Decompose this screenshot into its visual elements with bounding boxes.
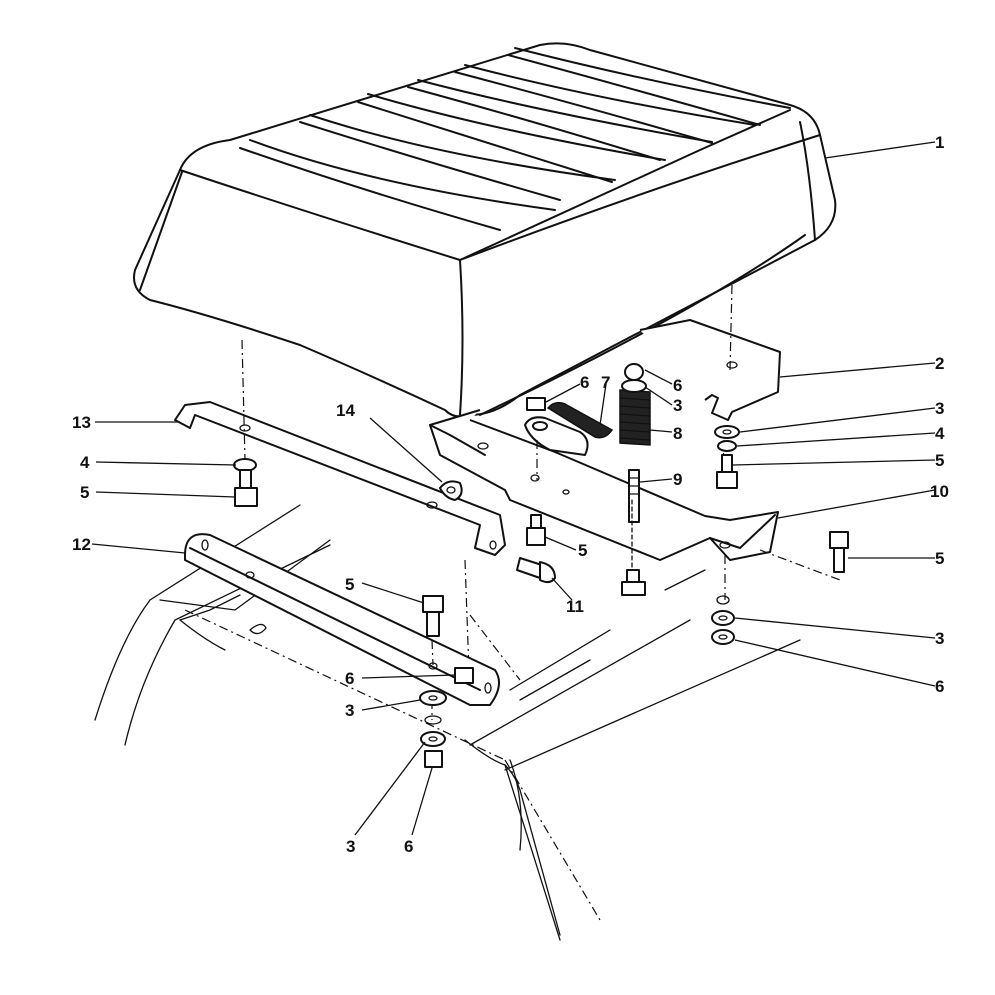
- callout-6: 6: [673, 376, 682, 395]
- callout-3: 3: [345, 701, 354, 720]
- callout-5: 5: [80, 483, 89, 502]
- mounting-plate: [429, 409, 779, 561]
- callout-1: 1: [935, 133, 944, 152]
- callout-3: 3: [935, 399, 944, 418]
- callout-13: 13: [72, 413, 91, 432]
- left-bracket: [174, 401, 506, 556]
- callout-5: 5: [935, 451, 944, 470]
- callout-11: 11: [566, 597, 584, 616]
- callout-12: 12: [72, 535, 91, 554]
- callout-6: 6: [404, 837, 413, 856]
- callout-6: 6: [580, 373, 589, 392]
- spring-and-stud: [619, 363, 651, 596]
- callout-4: 4: [935, 424, 945, 443]
- callout-2: 2: [935, 354, 944, 373]
- callout-8: 8: [673, 424, 682, 443]
- interlock-switch: [524, 401, 614, 456]
- callout-6: 6: [935, 677, 944, 696]
- leader-lines: [91, 141, 936, 836]
- callout-9: 9: [673, 470, 682, 489]
- callout-6: 6: [345, 669, 354, 688]
- callout-14: 14: [336, 401, 355, 420]
- upper-mounting-bracket: [639, 319, 781, 421]
- lower-rail: [184, 533, 500, 706]
- callout-4: 4: [80, 453, 90, 472]
- machine-body-outline: [94, 504, 801, 941]
- callout-5: 5: [578, 541, 587, 560]
- callout-10: 10: [930, 482, 949, 501]
- callout-labels: 1 2 3 4 5 10 5 3 6 6 6 7 3 8 9 5 11 13 1…: [72, 133, 949, 856]
- wire-clip: [439, 480, 463, 501]
- callout-3: 3: [935, 629, 944, 648]
- callout-5: 5: [935, 549, 944, 568]
- callout-3: 3: [673, 396, 682, 415]
- hood-cover: [133, 42, 837, 418]
- callout-5: 5: [345, 575, 354, 594]
- callout-7: 7: [601, 373, 610, 392]
- callout-3: 3: [346, 837, 355, 856]
- hardware-fasteners: [233, 397, 849, 768]
